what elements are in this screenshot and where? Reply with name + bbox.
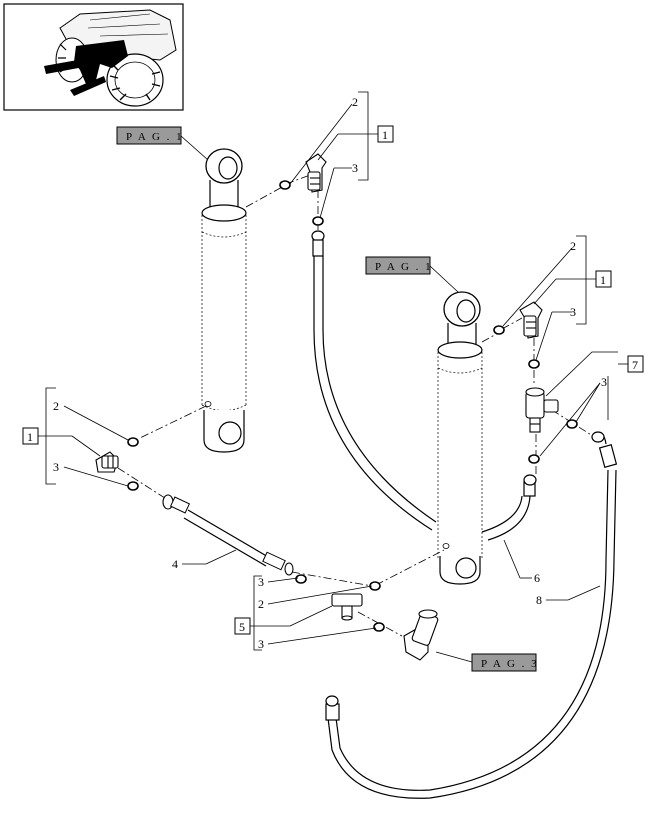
tee-fitting-right (525, 387, 559, 433)
page-ref-right-text: P A G . 1 (375, 261, 433, 273)
svg-text:1: 1 (382, 128, 388, 142)
callout-4: 4 (172, 557, 178, 571)
page-ref-left[interactable]: P A G . 1 (116, 126, 184, 145)
callout-2-left: 2 (53, 399, 59, 413)
callout-3-right: 3 (570, 305, 576, 319)
boxed-callout-5[interactable]: 5 (234, 617, 251, 635)
callout-2-right: 2 (570, 239, 576, 253)
elbow-fitting-right (519, 301, 543, 339)
o-ring-seal-icon (127, 180, 578, 632)
svg-text:1: 1 (600, 273, 606, 287)
tractor-front-thumbnail (3, 3, 184, 111)
page-ref-bottom[interactable]: P A G . 3 (471, 653, 539, 672)
callout-2-top: 2 (352, 95, 358, 109)
hose-long-6 (311, 230, 537, 541)
swivel-elbow-fitting (403, 609, 439, 661)
callout-2-bottom: 2 (258, 597, 264, 611)
hose-short-4 (162, 494, 294, 576)
boxed-callout-1-left[interactable]: 1 (22, 427, 39, 445)
callout-leaders (38, 91, 628, 651)
svg-text:7: 7 (632, 358, 638, 372)
svg-text:5: 5 (239, 620, 245, 634)
hose-long-8 (325, 431, 618, 799)
elbow-fitting-left (95, 451, 119, 473)
callout-8: 8 (536, 593, 542, 607)
boxed-callout-7[interactable]: 7 (627, 355, 644, 373)
boxed-callout-1-top[interactable]: 1 (377, 125, 394, 143)
page-ref-right[interactable]: P A G . 1 (365, 256, 433, 275)
page-ref-left-text: P A G . 1 (126, 131, 184, 143)
page-ref-bottom-text: P A G . 3 (481, 658, 539, 670)
callout-3-bottom-a: 3 (258, 575, 264, 589)
callout-6: 6 (534, 571, 540, 585)
tee-fitting-bottom (331, 593, 363, 621)
callout-3-tee: 3 (601, 375, 607, 389)
svg-text:1: 1 (27, 430, 33, 444)
callout-3-bottom-b: 3 (258, 637, 264, 651)
callout-3-left: 3 (53, 460, 59, 474)
elbow-fitting-top (305, 153, 327, 193)
boxed-callout-1-right[interactable]: 1 (595, 270, 612, 288)
hydraulic-cylinder-right (437, 291, 483, 585)
callout-3-top: 3 (352, 161, 358, 175)
hydraulic-cylinder-left (201, 148, 247, 453)
assembly-centerlines (117, 174, 597, 637)
callout-numbers: 2 3 2 3 3 2 3 4 6 8 3 2 3 (53, 95, 607, 651)
